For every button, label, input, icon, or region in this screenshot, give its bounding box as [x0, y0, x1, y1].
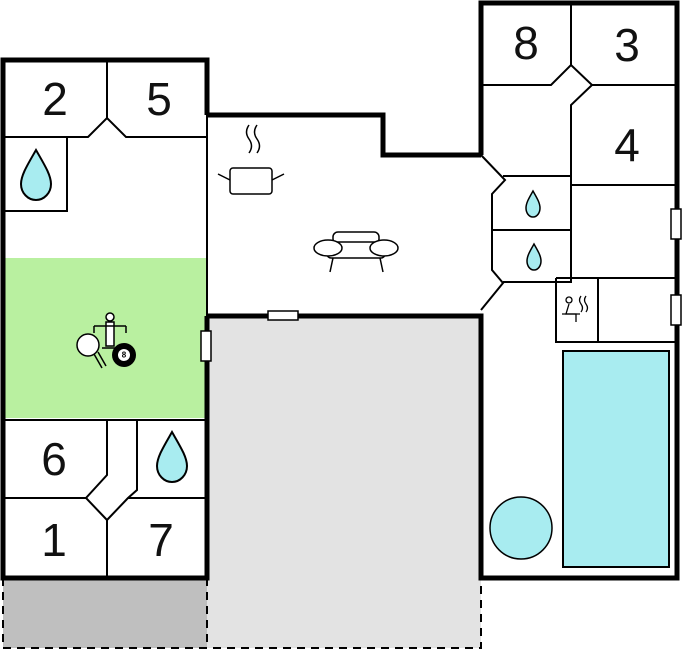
interior-walls-right-top [481, 3, 677, 278]
interior-walls-left-top [3, 60, 207, 212]
pool [562, 350, 670, 568]
interior-walls-sauna [555, 277, 677, 343]
table-football-icon [93, 312, 127, 349]
room-number-7: 7 [148, 514, 174, 566]
hot-tub-icon [489, 496, 553, 560]
outer-wall-center [207, 112, 481, 158]
window-living-room [267, 310, 299, 321]
interior-walls-bathrooms [480, 154, 572, 311]
room-number-4: 4 [614, 119, 640, 171]
water-drop-icon [155, 429, 189, 484]
sauna-icon [562, 295, 589, 322]
outer-wall-right-wing [207, 0, 680, 581]
cooking-pot-icon [217, 124, 285, 195]
window-left-wing [200, 330, 212, 362]
billiard-ball-number: 8 [122, 351, 127, 360]
terrace-area [207, 316, 481, 648]
water-drop-icon [525, 189, 541, 218]
billiard-ball-icon: 8 [112, 343, 136, 367]
interior-walls-left-bottom [3, 419, 207, 578]
room-number-1: 1 [41, 514, 67, 566]
window-right-lower [670, 294, 682, 326]
terrace-outline [2, 578, 482, 649]
water-drop-icon [526, 242, 542, 271]
room-number-5: 5 [146, 73, 172, 125]
ping-pong-icon [76, 333, 107, 369]
outer-wall-left-wing [0, 57, 210, 581]
room-number-2: 2 [42, 73, 68, 125]
room-number-6: 6 [41, 433, 67, 485]
room-number-3: 3 [614, 19, 640, 71]
water-drop-icon [19, 147, 53, 202]
sofa-icon [313, 231, 399, 273]
terrace-strip [3, 578, 207, 648]
room-number-8: 8 [513, 17, 539, 69]
window-right-upper [670, 208, 682, 240]
